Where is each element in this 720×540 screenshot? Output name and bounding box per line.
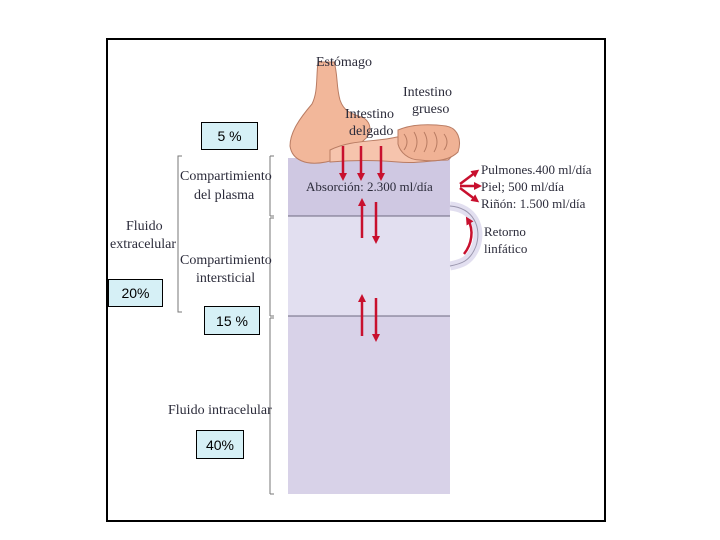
lymphatic-tube [449, 201, 483, 271]
intestine-folds [403, 131, 448, 153]
exchange-arrows-lower [358, 294, 380, 342]
brackets [177, 155, 274, 495]
extracellular-label-2: extracelular [110, 237, 176, 252]
lungs-arrow [459, 169, 480, 185]
fluid-container [288, 158, 450, 494]
plasma-compartment [288, 158, 450, 216]
lungs-label: Pulmones.400 ml/día [481, 162, 592, 177]
return-label-2: linfático [484, 241, 527, 256]
absorption-arrows [339, 146, 385, 181]
kidney-label: Riñón: 1.500 ml/día [481, 196, 586, 211]
large-intestine-label-1: Intestino [403, 85, 452, 100]
interstitial-label-2: intersticial [196, 271, 255, 286]
large-intestine-shape [397, 124, 460, 162]
skin-label: Piel; 500 ml/día [481, 179, 564, 194]
extracellular-label-1: Fluido [126, 219, 163, 234]
interstitial-label-1: Compartimiento [180, 253, 272, 268]
interstitial-compartment [288, 216, 450, 316]
large-intestine-label-2: grueso [412, 102, 449, 117]
outflow-arrows [459, 169, 482, 203]
absorption-label: Absorción: 2.300 ml/día [306, 179, 433, 194]
exchange-arrows-upper [358, 198, 380, 244]
bracket-extracellular [177, 155, 182, 313]
labels: Estómago Intestino grueso Intestino delg… [110, 55, 592, 418]
small-intestine-label-2: delgado [349, 124, 393, 139]
small-intestine-label-1: Intestino [345, 107, 394, 122]
stomach-label: Estómago [316, 55, 372, 70]
plasma-label-1: Compartimiento [180, 169, 272, 184]
lymphatic-arrow [462, 216, 474, 255]
intracellular-label: Fluido intracelular [168, 403, 272, 418]
intracellular-percent-box: 40% [196, 430, 244, 459]
plasma-percent-box: 5 % [201, 122, 258, 150]
interstitial-percent-box: 15 % [204, 306, 260, 335]
bracket-interstitial [269, 217, 274, 317]
extracellular-percent-box: 20% [108, 279, 163, 307]
kidney-arrow [459, 187, 480, 203]
intracellular-compartment [288, 316, 450, 494]
bracket-plasma [269, 155, 274, 217]
bracket-intracellular [269, 317, 274, 495]
lymphatic-tube-outline [449, 205, 479, 267]
lymphatic-return [449, 201, 483, 271]
return-label-1: Retorno [484, 224, 526, 239]
plasma-label-2: del plasma [194, 188, 255, 203]
